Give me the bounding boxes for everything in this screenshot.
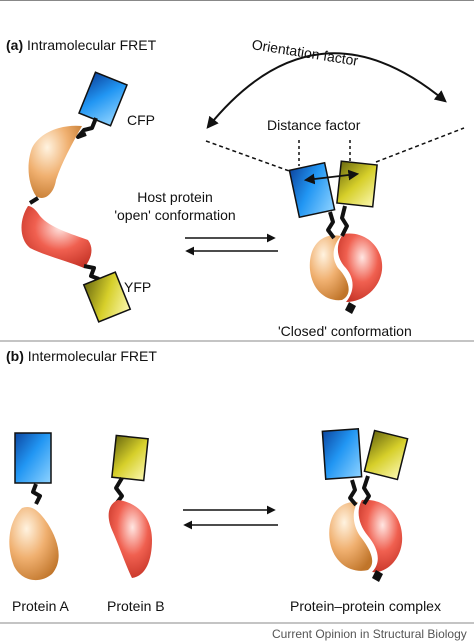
orientation-arc [206, 52, 447, 129]
yfp-barrel-protein-b [111, 434, 149, 482]
protein-a-label: Protein A [12, 598, 69, 614]
protein-b-domain [108, 500, 152, 578]
panel-a-heading: (a) Intramolecular FRET [6, 37, 156, 53]
yfp-linker-open [83, 264, 100, 281]
protein-b-label: Protein B [107, 598, 165, 614]
cfp-barrel-closed [288, 161, 336, 219]
panel-b-letter: (b) [6, 348, 24, 364]
journal-credit: Current Opinion in Structural Biology [272, 627, 467, 641]
panel-a-title: Intramolecular FRET [27, 37, 157, 53]
yfp-label: YFP [124, 279, 152, 295]
protein-complex [329, 499, 403, 573]
panel-a-letter: (a) [6, 37, 24, 53]
tail-closed [345, 302, 356, 314]
cfp-barrel-open [78, 71, 128, 127]
linkers-complex [348, 475, 371, 507]
cfp-barrel-protein-a [14, 432, 52, 484]
cfp-barrel-complex [321, 428, 363, 480]
hinge-linker-open [28, 196, 40, 205]
panel-b-title: Intermolecular FRET [27, 348, 157, 364]
protein-a-domain [9, 506, 59, 581]
yfp-barrel-open [82, 271, 132, 323]
open-conformation-label: 'open' conformation [114, 207, 236, 223]
cfp-linker-open [76, 117, 98, 139]
protein-complex-label: Protein–protein complex [290, 598, 441, 614]
panel-b-heading: (b) Intermolecular FRET [6, 348, 157, 364]
orientation-dash-right [375, 127, 465, 163]
distance-factor-label: Distance factor [267, 117, 361, 133]
orientation-dash-left [205, 140, 293, 173]
distance-arrow [303, 169, 360, 185]
closed-conformation-label: 'Closed' conformation [278, 323, 412, 339]
host-domain-red-open [21, 206, 92, 268]
host-domain-orange-open [28, 125, 82, 199]
yfp-barrel-closed [336, 160, 378, 208]
cfp-label: CFP [127, 112, 155, 128]
linkers-closed [326, 205, 349, 240]
tail-complex [372, 570, 383, 582]
linker-protein-a [31, 483, 42, 505]
host-protein-closed [309, 233, 383, 302]
host-protein-label: Host protein [137, 189, 213, 205]
yfp-barrel-complex [363, 429, 409, 481]
linker-protein-b [114, 476, 124, 506]
